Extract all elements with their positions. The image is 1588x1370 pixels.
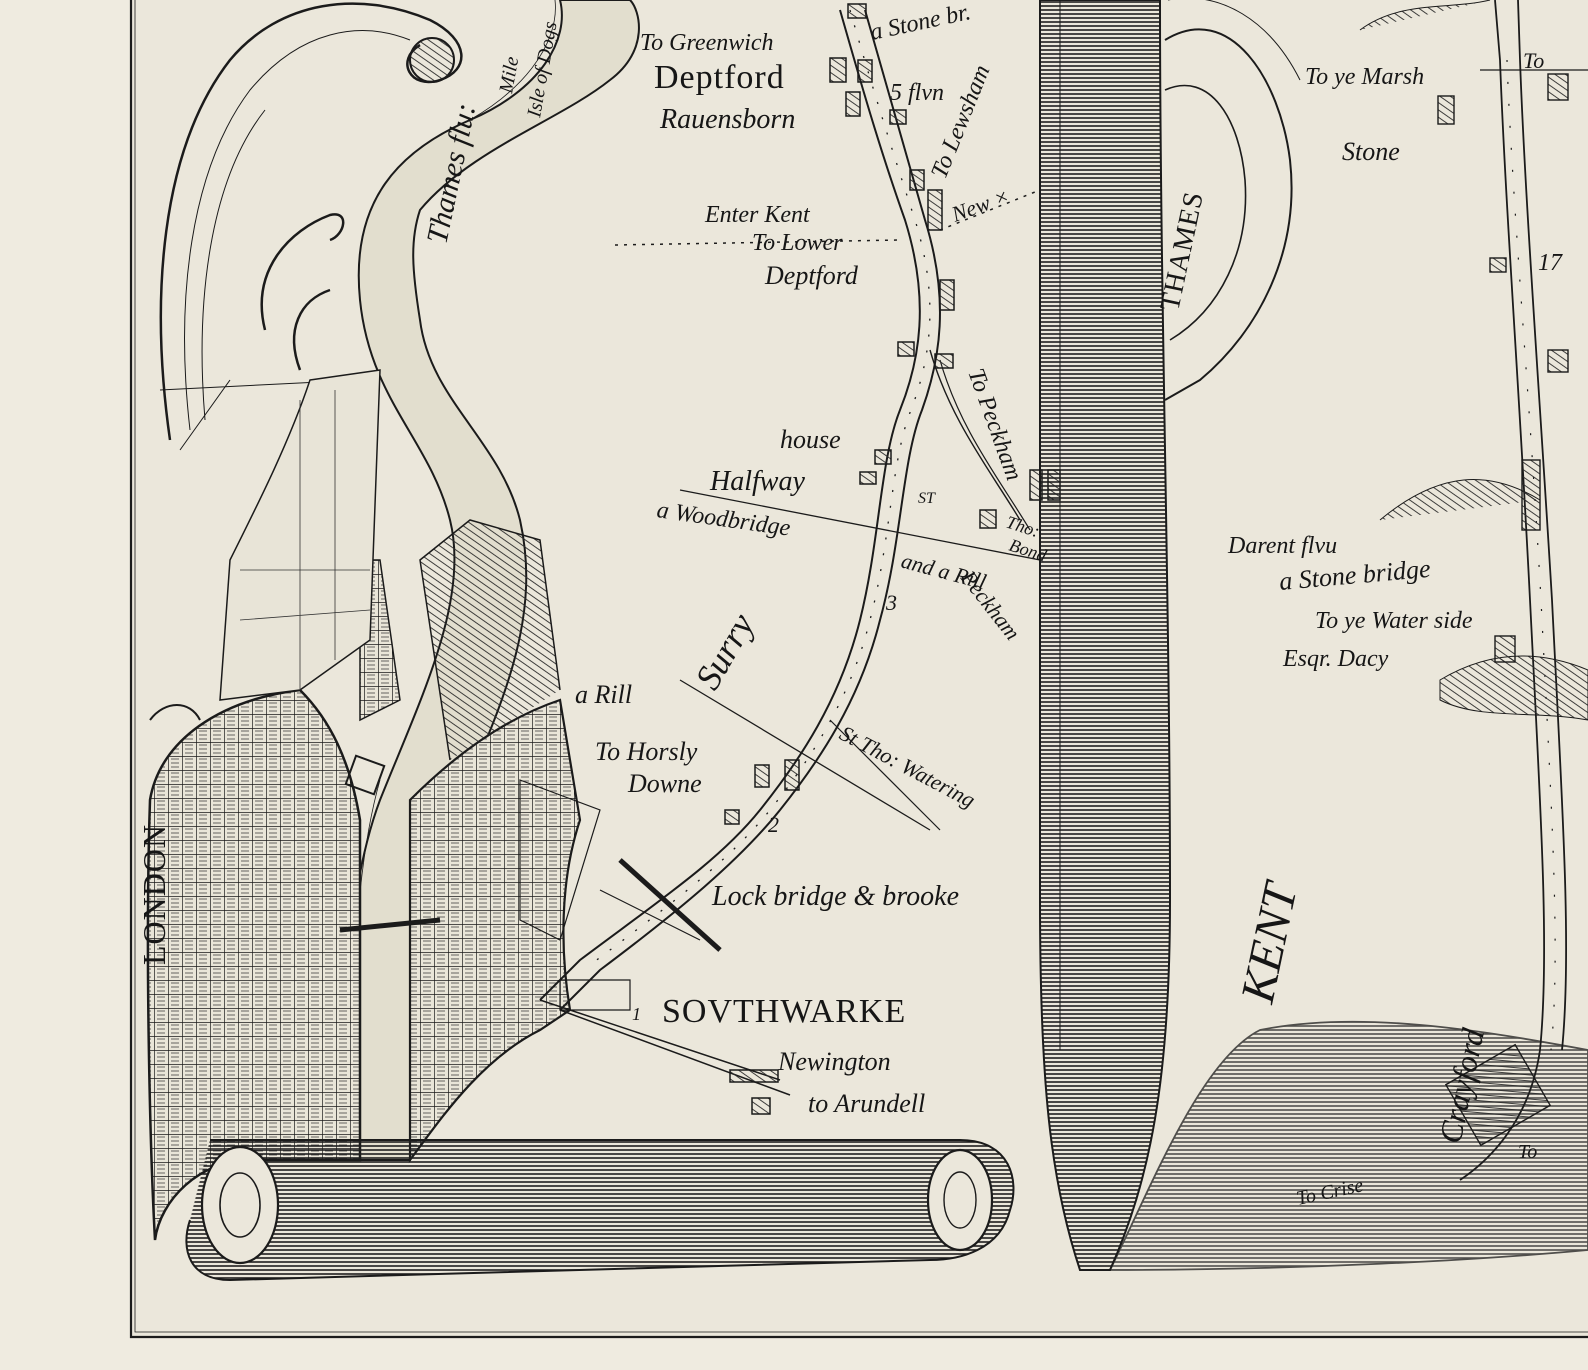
london-city xyxy=(146,369,401,1241)
southwark-town xyxy=(408,519,631,1164)
label-to-marsh: To ye Marsh xyxy=(1305,64,1424,90)
label-milestone-3: 3 xyxy=(885,590,897,615)
label-milestone-2: 2 xyxy=(768,812,779,837)
label-to-water-side: To ye Water side xyxy=(1315,608,1473,634)
label-newington: Newington xyxy=(777,1047,891,1076)
right-road xyxy=(1359,0,1588,1181)
label-to-right: To xyxy=(1518,1141,1537,1163)
central-scroll-band xyxy=(1039,0,1172,1271)
label-stone: Stone xyxy=(1342,137,1400,166)
label-to-top: To xyxy=(1523,48,1544,73)
london-bridge xyxy=(339,917,441,933)
label-enter-kent: Enter Kent xyxy=(704,202,811,228)
side-roads xyxy=(599,189,1041,952)
plate-border-inner xyxy=(134,0,1588,1333)
thames-river-right xyxy=(1164,0,1301,401)
plate-border xyxy=(129,0,1588,1339)
label-downe: Downe xyxy=(627,769,702,798)
label-five-furlong: 5 flvn xyxy=(890,80,944,106)
bottom-scroll-roll xyxy=(185,1139,1015,1282)
label-to-greenwich: To Greenwich xyxy=(640,30,774,56)
label-deptford: Deptford xyxy=(654,59,785,96)
label-esq-dacy: Esqr. Dacy xyxy=(1282,646,1389,672)
label-ravensborn: Rauensborn xyxy=(659,104,795,135)
label-house: house xyxy=(780,425,841,454)
label-to-horsly: To Horsly xyxy=(595,737,698,766)
label-milestone-17: 17 xyxy=(1538,250,1563,276)
label-darent: Darent flvu xyxy=(1227,533,1337,559)
label-milestone-1: 1 xyxy=(632,1004,641,1024)
label-a-rill: a Rill xyxy=(575,680,632,709)
label-southwarke: SOVTHWARKE xyxy=(662,993,906,1030)
left-scroll-ornament xyxy=(149,2,463,721)
label-to-lower: To Lower xyxy=(752,230,843,256)
label-lock-bridge: Lock bridge & brooke xyxy=(711,881,959,912)
label-london: LONDON xyxy=(136,824,172,965)
label-halfway: Halfway xyxy=(709,466,805,497)
label-deptford-lower: Deptford xyxy=(764,261,859,290)
label-st: ST xyxy=(918,490,936,507)
label-to-arundell: to Arundell xyxy=(808,1089,925,1118)
